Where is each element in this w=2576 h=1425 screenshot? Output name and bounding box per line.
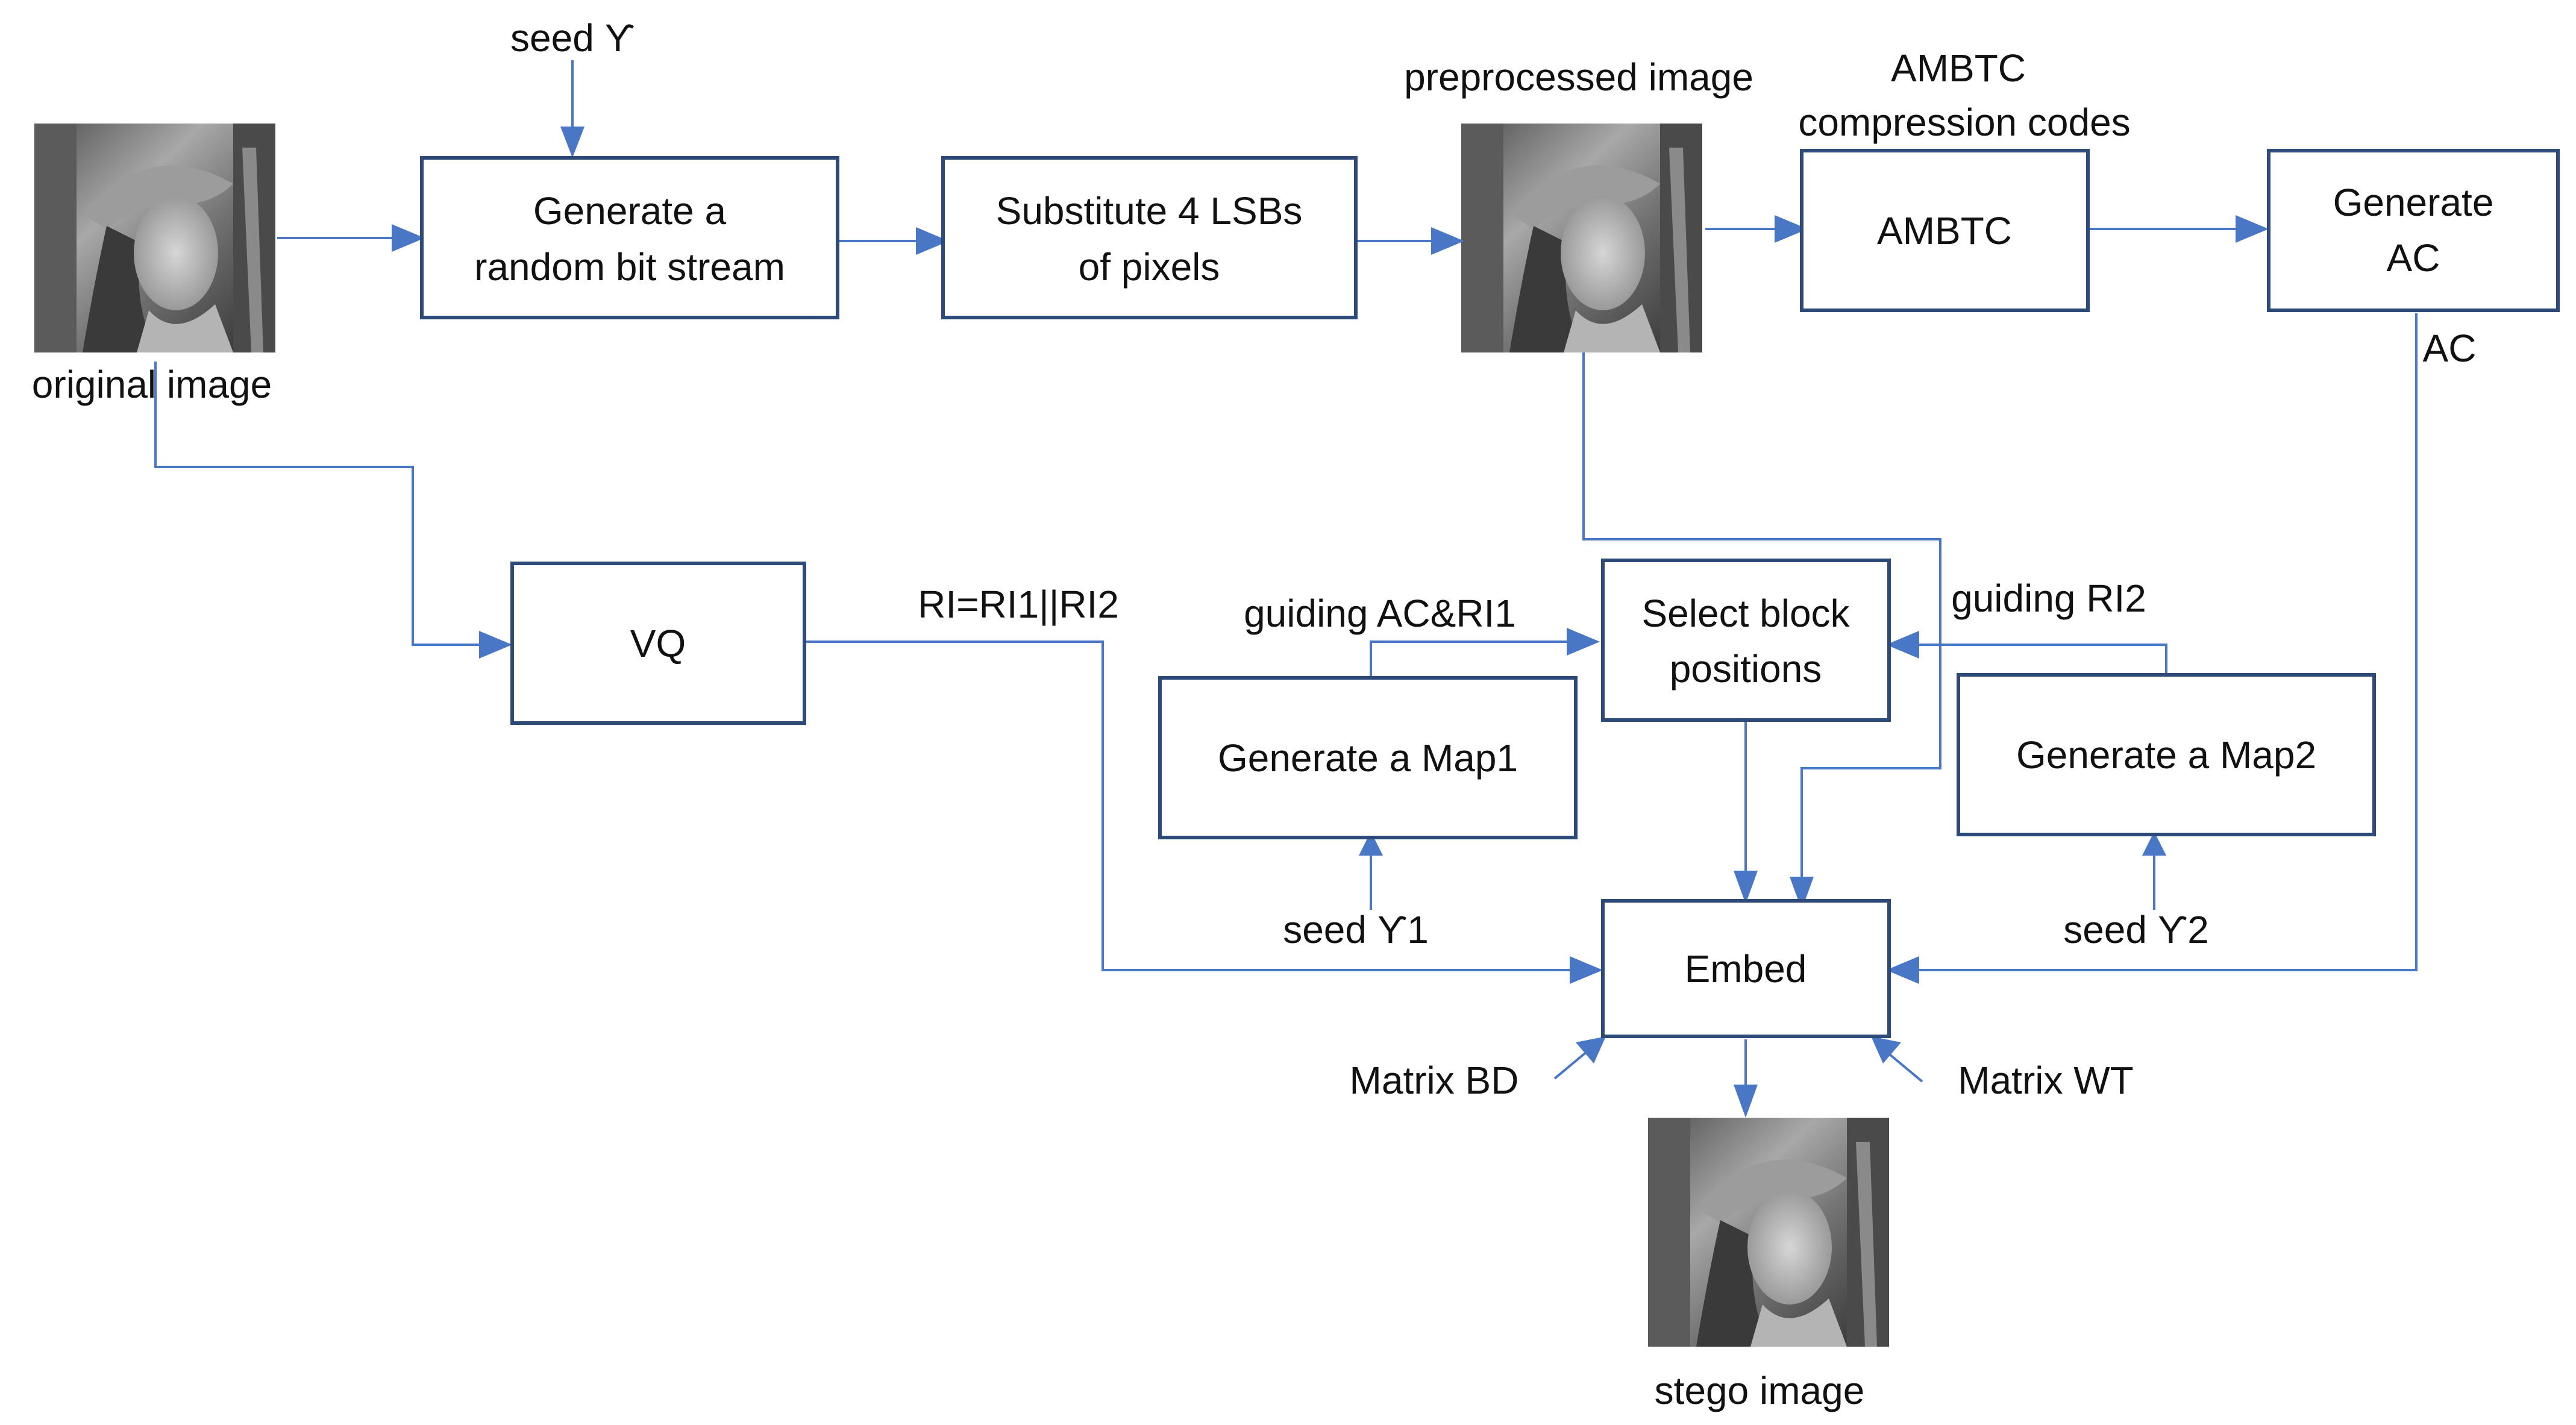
box-map1: Generate a Map1 bbox=[1158, 676, 1578, 839]
box-text: Generate a Map1 bbox=[1218, 736, 1518, 780]
original-image bbox=[34, 124, 275, 352]
arrow-up-icon bbox=[1359, 832, 1383, 856]
box-text: Substitute 4 LSBs bbox=[996, 189, 1303, 233]
line-vq-to-embed bbox=[804, 640, 1576, 971]
arrow-right-icon bbox=[1431, 227, 1464, 255]
line-preprocessed-to-embed bbox=[1582, 352, 1941, 886]
label-preprocessed-image: preprocessed image bbox=[1404, 55, 1753, 99]
box-text: of pixels bbox=[1079, 245, 1220, 289]
label-guiding-ri2: guiding RI2 bbox=[1951, 577, 2146, 620]
box-text: VQ bbox=[630, 622, 686, 665]
arrow-diag-icon bbox=[1871, 1036, 1901, 1063]
arrow-left-icon bbox=[1886, 631, 1919, 659]
arrow-right-icon bbox=[1775, 215, 1808, 243]
box-select-block: Select block positions bbox=[1601, 559, 1891, 722]
arrow-right-icon bbox=[1567, 628, 1600, 656]
label-matrix-bd: Matrix BD bbox=[1350, 1059, 1519, 1102]
line-map2-to-select bbox=[1916, 644, 2167, 675]
connectors bbox=[154, 60, 2418, 1091]
label-matrix-wt: Matrix WT bbox=[1958, 1059, 2134, 1102]
box-substitute-lsbs: Substitute 4 LSBs of pixels bbox=[941, 156, 1358, 319]
box-text: AC bbox=[2387, 236, 2440, 280]
box-ambtc: AMBTC bbox=[1800, 149, 2090, 312]
arrow-right-icon bbox=[1570, 956, 1603, 984]
arrow-down-icon bbox=[1734, 1085, 1758, 1118]
label-seed2: seed ϒ2 bbox=[2063, 908, 2209, 951]
label-ambtc-codes: AMBTC bbox=[1891, 46, 2026, 90]
arrow-down-icon bbox=[1734, 871, 1758, 904]
arrow-right-icon bbox=[2236, 215, 2269, 243]
box-embed: Embed bbox=[1601, 899, 1891, 1038]
label-seed1: seed ϒ1 bbox=[1283, 908, 1429, 951]
label-original-image: original image bbox=[32, 363, 272, 406]
label-ambtc-codes: compression codes bbox=[1798, 101, 2130, 144]
box-generate-ac: Generate AC bbox=[2267, 149, 2560, 312]
stego-image bbox=[1648, 1118, 1889, 1347]
box-text: random bit stream bbox=[474, 245, 785, 289]
box-text: AMBTC bbox=[1877, 209, 2012, 252]
line-bd-to-embed bbox=[1553, 1047, 1592, 1080]
box-text: Generate a bbox=[533, 189, 727, 233]
box-text: Generate a Map2 bbox=[2016, 733, 2316, 777]
label-stego-image: stego image bbox=[1655, 1369, 1865, 1412]
arrow-diag-icon bbox=[1576, 1036, 1606, 1063]
label-seed-top: seed ϒ bbox=[510, 16, 635, 60]
arrow-right-icon bbox=[479, 631, 512, 659]
label-guiding-ac-ri1: guiding AC&RI1 bbox=[1244, 592, 1516, 635]
box-map2: Generate a Map2 bbox=[1957, 673, 2376, 836]
arrow-down-icon bbox=[1790, 877, 1814, 910]
arrow-right-icon bbox=[392, 224, 425, 252]
box-text: positions bbox=[1670, 647, 1822, 691]
line-map1-to-select bbox=[1370, 640, 1570, 678]
box-vq: VQ bbox=[510, 562, 806, 725]
arrowheads bbox=[392, 127, 2269, 1118]
line-wt-to-embed bbox=[1885, 1050, 1923, 1083]
box-text: Select block bbox=[1641, 592, 1850, 635]
box-text: Generate bbox=[2333, 181, 2494, 224]
preprocessed-image bbox=[1461, 124, 1702, 352]
line-ac-to-embed bbox=[1916, 313, 2418, 971]
label-ri: RI=RI1||RI2 bbox=[918, 583, 1119, 626]
arrow-right-icon bbox=[916, 227, 949, 255]
arrow-left-icon bbox=[1886, 956, 1919, 984]
line-original-to-vq bbox=[154, 362, 485, 646]
box-text: Embed bbox=[1685, 947, 1807, 991]
arrow-down-icon bbox=[560, 127, 584, 158]
label-ac: AC bbox=[2423, 327, 2477, 370]
arrow-up-icon bbox=[2142, 832, 2166, 856]
box-generate-bit-stream: Generate a random bit stream bbox=[420, 156, 839, 319]
